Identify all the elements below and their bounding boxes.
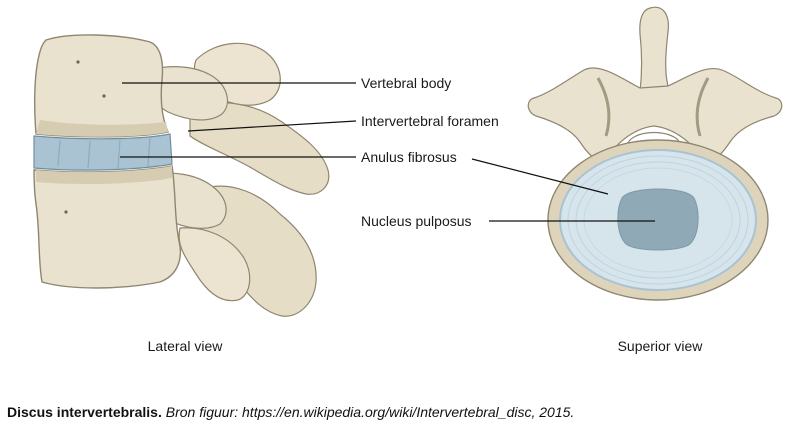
left-articular-groove <box>596 77 611 137</box>
label-vertebral-body: Vertebral body <box>361 75 451 91</box>
lower-vertebral-body <box>33 165 182 289</box>
leader-anulus-fibrosus-superior <box>471 158 609 195</box>
upper-vertebral-body <box>33 34 169 138</box>
intervertebral-disc-diagram: Vertebral body Intervertebral foramen An… <box>33 6 783 354</box>
lateral-disc <box>33 133 173 171</box>
leader-intervertebral-foramen <box>187 120 357 132</box>
lateral-view-illustration <box>33 34 330 317</box>
label-superior-view: Superior view <box>618 338 704 354</box>
label-nucleus-pulposus: Nucleus pulposus <box>361 213 472 229</box>
spinous-process <box>639 6 669 93</box>
label-intervertebral-foramen: Intervertebral foramen <box>361 113 499 129</box>
label-anulus-fibrosus: Anulus fibrosus <box>361 149 457 165</box>
lateral-disc-fibers <box>57 136 151 169</box>
nucleus-pulposus-region <box>617 188 699 251</box>
upper-body-shading <box>36 120 168 137</box>
caption-source: Bron figuur: https://en.wikipedia.org/wi… <box>165 404 575 420</box>
caption-title: Discus intervertebralis. <box>7 404 162 420</box>
lower-articular-process <box>178 227 251 302</box>
figure-caption: Discus intervertebralis. Bron figuur: ht… <box>7 404 574 420</box>
label-lateral-view: Lateral view <box>148 338 224 354</box>
superior-view-illustration <box>527 6 783 301</box>
lower-body-shading <box>36 166 172 185</box>
upper-spinous-process <box>189 102 330 195</box>
right-articular-groove <box>695 77 710 137</box>
